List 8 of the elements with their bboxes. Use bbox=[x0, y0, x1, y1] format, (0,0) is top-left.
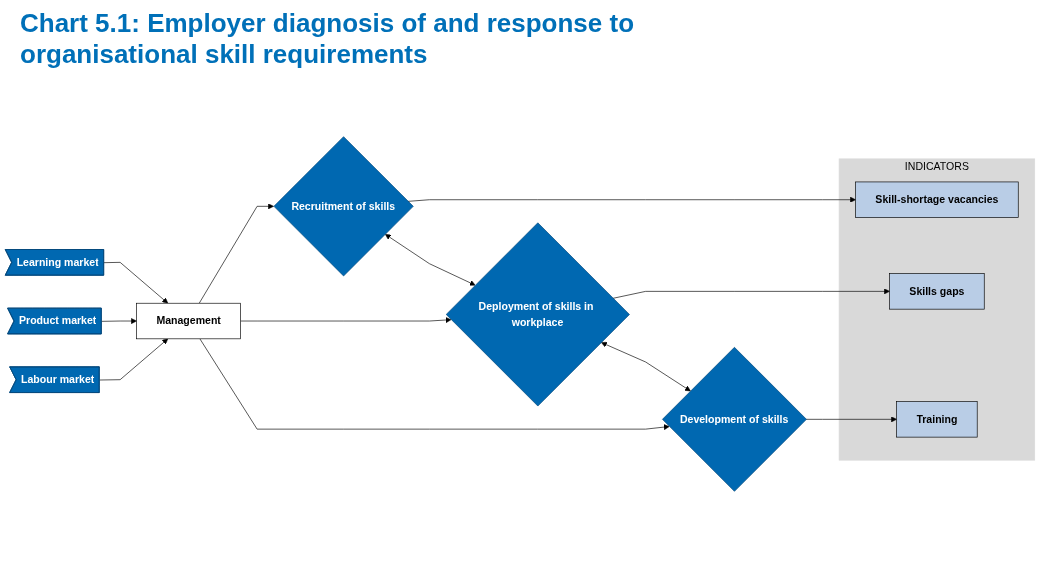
node-box: Management bbox=[136, 302, 241, 340]
node-box: Skills gaps bbox=[889, 273, 985, 310]
node-diamond: Recruitment of skills bbox=[273, 136, 414, 277]
chart-title: Chart 5.1: Employer diagnosis of and response to organisational skill requirements bbox=[20, 8, 635, 70]
node-box: Training bbox=[896, 401, 978, 438]
node-diamond: Deployment of skills in workplace bbox=[445, 222, 630, 407]
node-diamond: Development of skills bbox=[662, 347, 807, 492]
node-box: Skill-shortage vacancies bbox=[855, 181, 1019, 218]
